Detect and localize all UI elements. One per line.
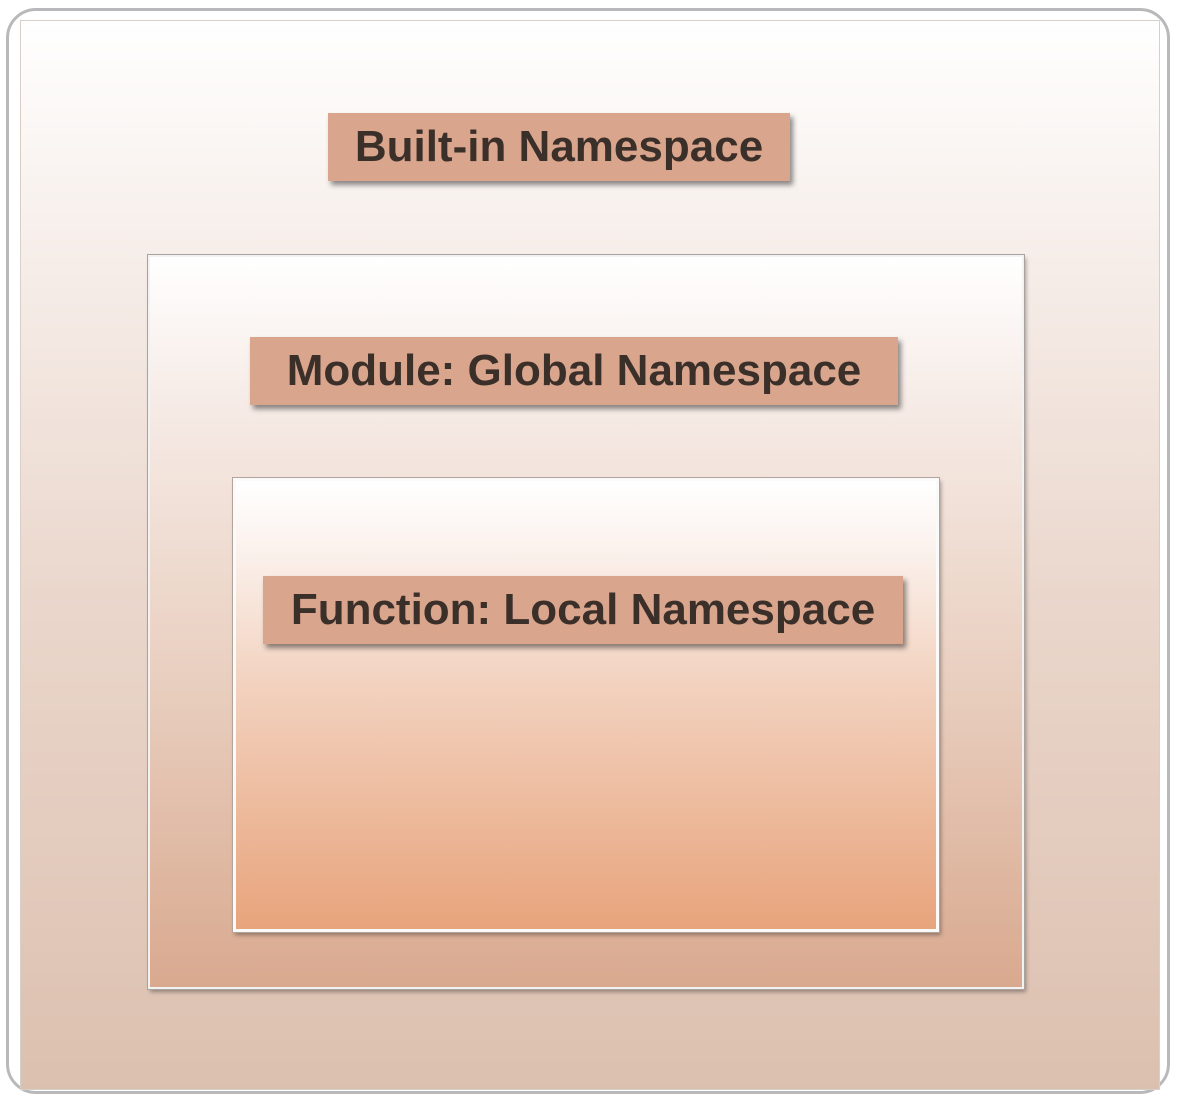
builtin-namespace-label: Built-in Namespace — [328, 113, 790, 181]
global-namespace-label: Module: Global Namespace — [250, 337, 898, 405]
local-namespace-box — [232, 477, 940, 933]
local-namespace-label: Function: Local Namespace — [263, 576, 903, 644]
